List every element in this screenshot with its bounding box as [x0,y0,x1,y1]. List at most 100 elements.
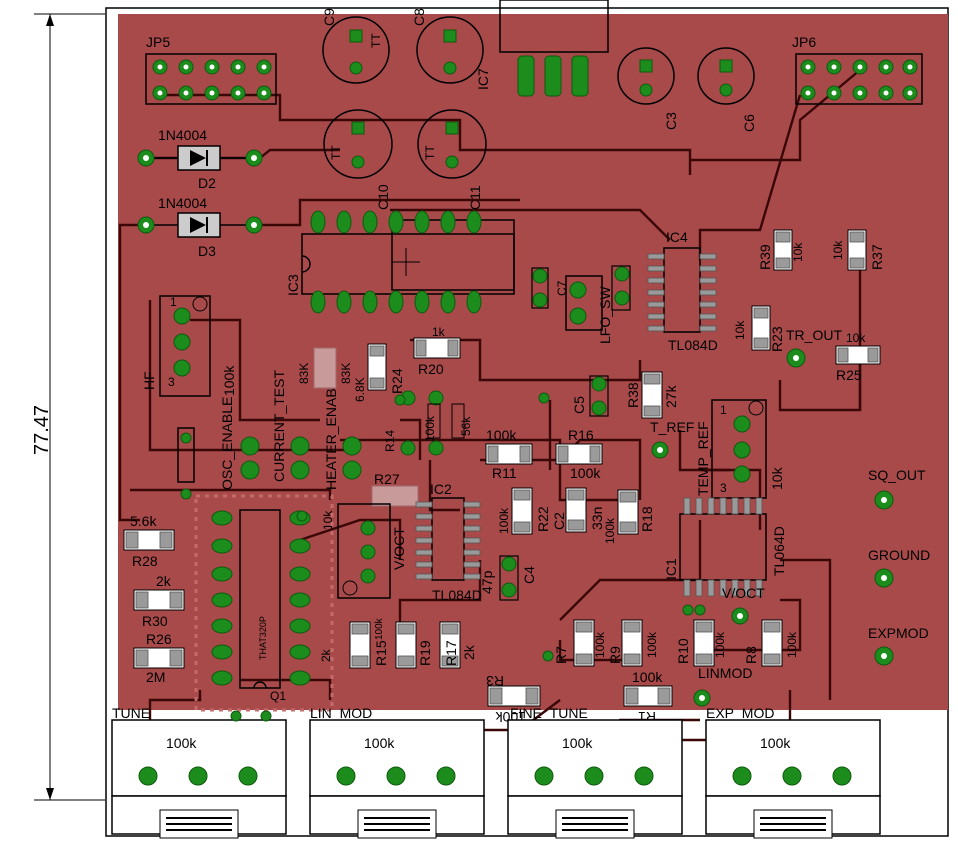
r38-value: 27k [663,384,679,408]
r8-value: 100k [785,631,799,658]
pot-fine-tune[interactable]: FINE_TUNE 100k [507,705,683,839]
ic3-chip[interactable]: IC3 [285,210,515,314]
lfo-switch[interactable]: LFO_SW [565,265,631,344]
r30-label: R30 [142,613,168,629]
jp6-header[interactable]: JP6 [792,34,923,105]
r7-label: R7 [553,646,569,664]
vias [230,392,706,722]
cap-c4[interactable]: 47p C4 [479,555,537,601]
cap-c11[interactable]: TT C11 [417,109,487,210]
ground-pad[interactable]: GROUND [868,547,930,588]
ic1-part: TL064D [771,526,787,576]
lfo-sw-label: LFO_SW [597,286,613,344]
jp5-header[interactable]: JP5 [145,34,277,105]
v-oct-ic2-trimmer[interactable]: V/OCT 10k [321,503,407,599]
resistor-r1[interactable]: 100k R1 [623,669,673,725]
resistor-r17[interactable]: R17 2k [439,621,477,669]
jumper-current-test[interactable]: CURRENT_TEST [271,370,310,482]
resistor-83k[interactable]: 83K 83K [297,347,353,389]
r25-value: 10k [846,331,866,345]
r39-value: 10k [791,242,805,262]
r11-label: R11 [492,465,517,481]
resistor-r8[interactable]: R8 100k [743,619,799,667]
cap-c8[interactable]: C8 IC7 [411,8,491,90]
cap-c10[interactable]: TT C10 [323,109,393,210]
resistor-r23[interactable]: 10k R23 [733,305,785,352]
ic7-label: IC7 [475,68,491,90]
r20-value: 1k [432,325,446,339]
d2-part: 1N4004 [158,127,207,143]
linmod-label: LINMOD [698,665,752,681]
resistor-r27[interactable]: R27 [371,471,419,507]
linmod-pad[interactable]: LINMOD [693,665,752,707]
pot-lin-mod[interactable]: LIN_MOD 100k [309,705,485,839]
hf-label: HF [141,371,157,390]
r38-label: R38 [625,382,641,408]
diode-d2[interactable]: 1N4004 D2 [137,127,263,191]
resistor-r7[interactable]: R7 100k [553,619,607,667]
diode-d3[interactable]: 1N4004 D3 [137,195,263,259]
t-ref-label: T_REF [650,419,694,435]
r14-label: R14 [383,430,397,452]
cap-c3[interactable]: C3 [617,47,679,130]
resistor-r18[interactable]: 100k R18 [603,489,655,544]
jp5-label: JP5 [146,34,170,50]
temp-ref-value: 10k [769,466,785,490]
regulator-ic7[interactable] [499,0,609,97]
resistor-r28[interactable]: 5.6k R28 [123,513,175,569]
r17-label: R17 [443,640,459,666]
resistor-r26[interactable]: R26 2M [133,631,185,685]
c4-value: 47p [479,570,495,594]
resistor-r15[interactable]: 2k R15 [319,621,389,669]
ic3-label: IC3 [285,274,301,296]
resistor-r16[interactable]: R16 100k [555,427,603,481]
pot-tune[interactable]: TUNE 100k [111,705,287,839]
cap-c6[interactable]: C6 [697,47,757,132]
r20-label: R20 [418,361,444,377]
resistor-r38[interactable]: R38 27k [625,371,679,419]
sq-out-pad[interactable]: SQ_OUT [868,467,926,510]
r83k-a: 83K [297,363,311,384]
resistor-r9[interactable]: R9 100k [607,619,659,667]
q1-chip[interactable]: THAT320P Q1 [194,494,334,712]
vertical-jumper[interactable] [177,427,195,500]
jumper-osc-enable[interactable]: OSC_ENABLE [219,397,260,490]
resistor-r25[interactable]: 10k R25 [835,331,881,383]
ic2-part: TL084D [432,587,482,603]
pot-tune-value: 100k [166,735,197,751]
r9-value: 100k [645,631,659,658]
cap-c2[interactable]: C2 33n [551,487,605,533]
expmod-pad[interactable]: EXPMOD [868,625,929,666]
temp-pin-1: 1 [720,403,727,417]
ic1-chip[interactable]: IC1 TL064D [663,497,787,597]
v-oct-pad[interactable]: V/OCT [722,585,765,625]
r1-value: 100k [632,669,663,685]
cap-c7[interactable]: C7 [531,267,569,309]
resistor-r30[interactable]: 2k R30 [133,573,185,629]
pot-exp-mod[interactable]: EXP_MOD 100k [705,705,881,839]
ic2-label: IC2 [430,481,452,497]
r22-value: 100k [497,507,511,534]
temp-ref-trimmer[interactable]: 1 3 TEMP_REF 10k [695,399,785,499]
hf-trimmer[interactable]: 1 3 HF 100k [141,295,237,397]
ic4-chip[interactable]: IC4 TL084D [647,229,718,353]
q1-part: THAT320P [258,616,268,660]
resistor-r20[interactable]: 1k R20 [413,325,461,377]
resistor-r19[interactable]: 100k R19 [374,617,433,669]
resistor-r22[interactable]: 100k R22 [497,487,551,535]
r9-label: R9 [607,646,623,664]
cap-c5[interactable]: C5 [571,375,609,417]
resistor-r39[interactable]: R39 10k [757,229,805,271]
cap-c9[interactable]: C9 TT [321,8,390,84]
r3-label: R3 [486,673,504,689]
resistor-r37[interactable]: 10k R37 [831,229,885,271]
jumper-heater-enable[interactable]: HEATER_ENABLE [323,371,362,490]
resistor-cluster-r14[interactable]: R14 100k 56k [383,390,473,456]
resistor-r11[interactable]: 100k R11 [485,427,533,481]
resistor-r24[interactable]: 6.8K R24 [353,343,405,402]
resistor-r10[interactable]: R10 100k [675,619,727,667]
t-ref-pad[interactable]: T_REF [650,419,694,459]
ic2-chip[interactable]: IC2 TL084D [415,481,482,603]
tr-out-pad[interactable]: TR_OUT [786,327,842,368]
